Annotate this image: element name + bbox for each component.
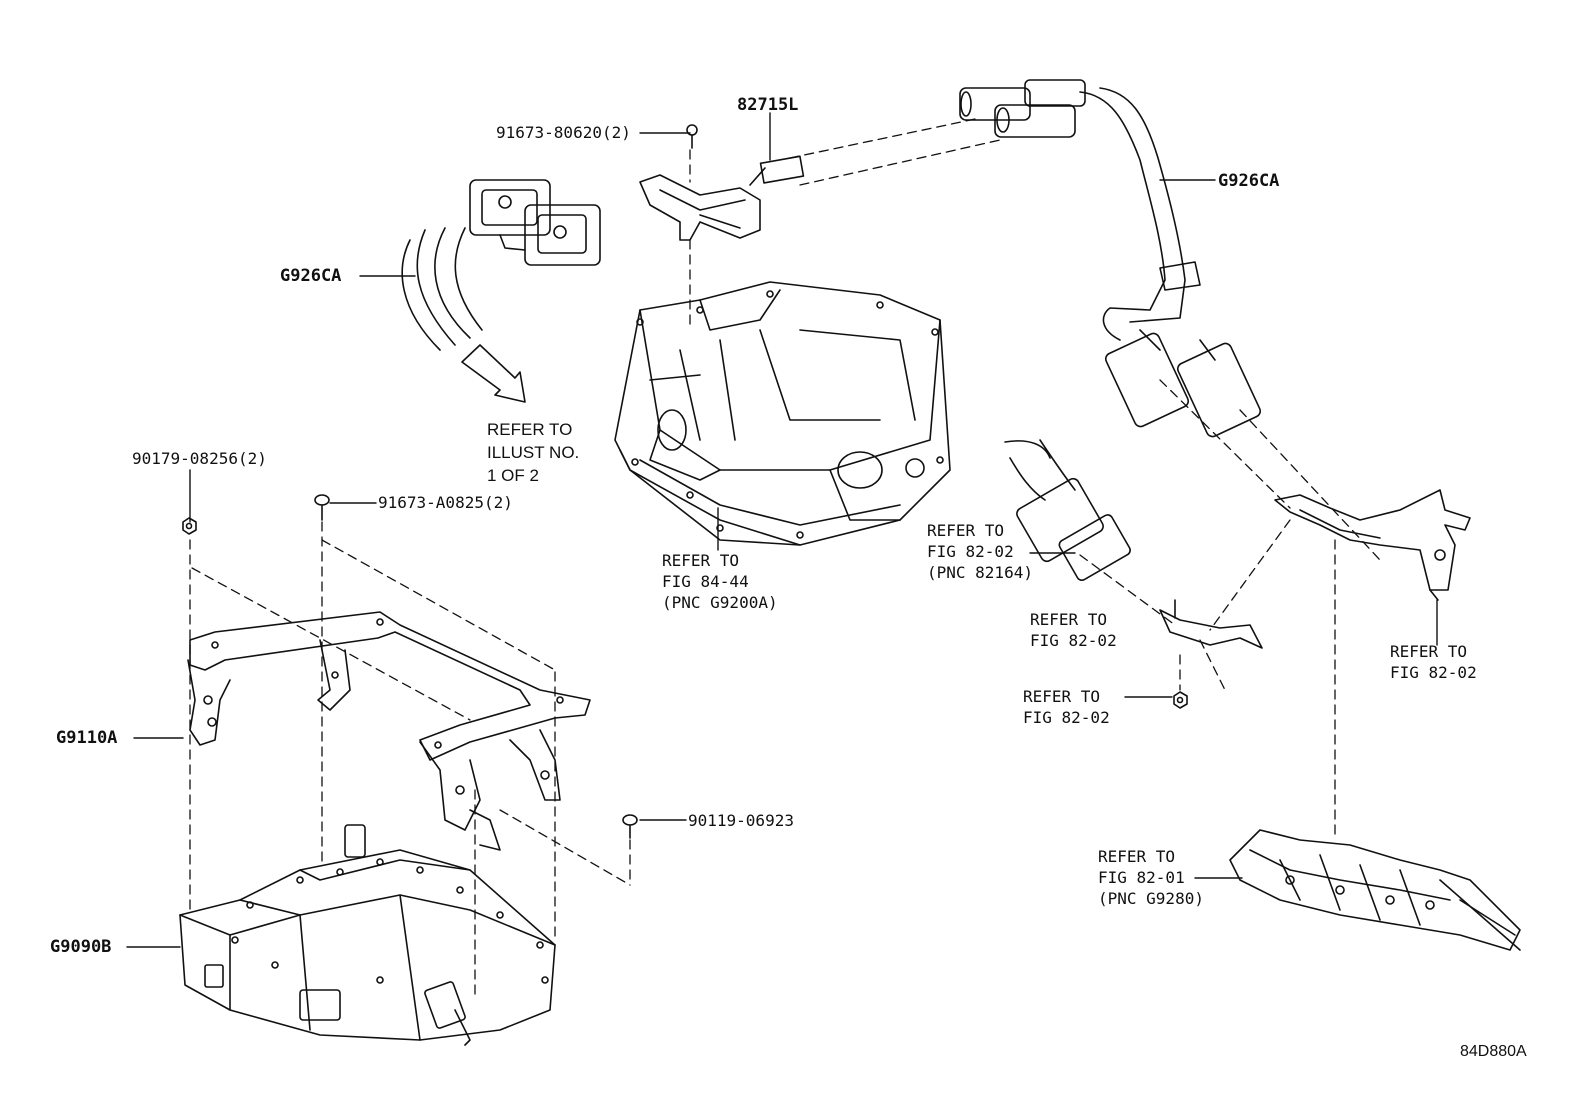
part-number-90119-06923: 90119-06923 — [688, 811, 794, 830]
refer-fig-82-02-bracket-line2: FIG 82-02 — [1030, 631, 1117, 650]
refer-illust-line2: ILLUST NO. — [487, 443, 580, 462]
refer-fig-84-44-line1: REFER TO — [662, 551, 740, 570]
part-number-g9090b: G9090B — [50, 937, 112, 957]
refer-illust-line1: REFER TO — [487, 420, 573, 439]
refer-fig-82-02-pnc-82164-line2: FIG 82-02 — [927, 542, 1014, 561]
harness-g926ca-right — [960, 80, 1262, 439]
diagram-id: 84D880A — [1460, 1043, 1527, 1060]
bracket-82715l — [640, 156, 803, 240]
refer-fig-82-02-bracket-line1: REFER TO — [1030, 610, 1108, 629]
bolt-91673-a0825 — [315, 495, 329, 520]
refer-fig-82-02-right-line1: REFER TO — [1390, 642, 1468, 661]
refer-fig-82-02-right-line2: FIG 82-02 — [1390, 663, 1477, 682]
refer-fig-82-01-line3: (PNC G9280) — [1098, 889, 1204, 908]
bolt-90119-06923 — [623, 815, 637, 838]
refer-fig-82-02-nut-line2: FIG 82-02 — [1023, 708, 1110, 727]
refer-fig-82-01-line2: FIG 82-01 — [1098, 868, 1185, 887]
refer-fig-82-02-pnc-82164-line3: (PNC 82164) — [927, 563, 1033, 582]
part-number-90179-08256: 90179-08256(2) — [132, 449, 267, 468]
refer-fig-82-01-line1: REFER TO — [1098, 847, 1176, 866]
nut-82-02 — [1174, 692, 1187, 708]
bracket-82-02-right — [1275, 490, 1470, 600]
connector-82164 — [1005, 440, 1132, 582]
refer-illust-line3: 1 OF 2 — [487, 466, 539, 485]
nut-90179-08256 — [183, 518, 196, 534]
part-number-g9110a: G9110A — [56, 728, 118, 748]
refer-fig-84-44-line3: (PNC G9200A) — [662, 593, 778, 612]
inverter-assembly-center — [615, 282, 950, 545]
part-number-82715l: 82715L — [737, 95, 799, 115]
part-number-g926ca-left: G926CA — [280, 266, 342, 286]
part-number-91673-a0825: 91673-A0825(2) — [378, 493, 513, 512]
harness-g926ca-left — [402, 180, 600, 402]
refer-fig-82-02-nut-line1: REFER TO — [1023, 687, 1101, 706]
leader-lines — [127, 113, 1437, 947]
part-number-91673-80620: 91673-80620(2) — [496, 123, 631, 142]
inverter-g9090b — [180, 825, 555, 1045]
frame-bracket-g9110a — [188, 612, 590, 850]
bracket-82-02-small — [1160, 600, 1262, 648]
harness-g9280 — [1230, 830, 1520, 950]
part-number-g926ca-right: G926CA — [1218, 171, 1280, 191]
bolt-91673-80620 — [687, 125, 697, 148]
refer-fig-84-44-line2: FIG 84-44 — [662, 572, 749, 591]
refer-fig-82-02-pnc-82164-line1: REFER TO — [927, 521, 1005, 540]
